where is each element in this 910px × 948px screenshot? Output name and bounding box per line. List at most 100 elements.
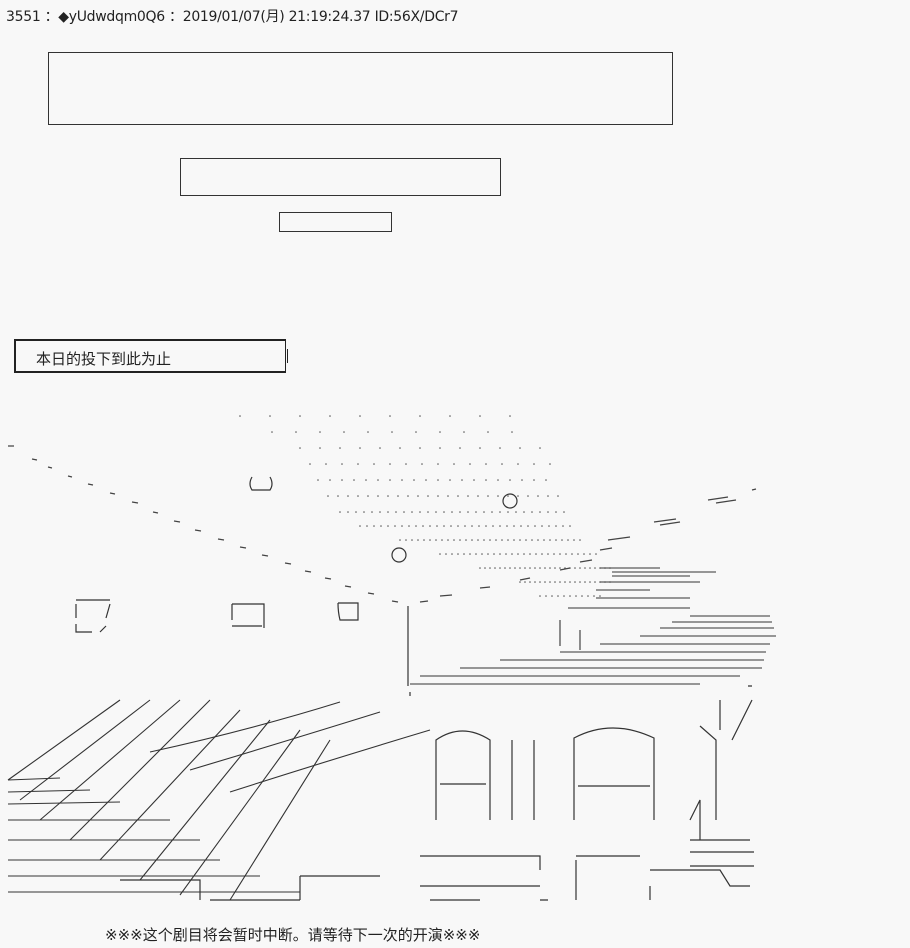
ceiling-dot xyxy=(423,539,425,541)
ceiling-dot xyxy=(584,567,586,569)
ceiling-dot xyxy=(471,525,473,527)
ceiling-dot xyxy=(559,553,561,555)
ceiling-dot xyxy=(478,525,480,527)
ceiling-dot xyxy=(447,495,449,497)
ceiling-dot xyxy=(529,581,531,583)
ceiling-dot xyxy=(271,431,273,433)
ceiling-dot xyxy=(343,431,345,433)
ceiling-dot xyxy=(475,511,477,513)
ceiling-dashes-right xyxy=(419,488,757,603)
ceiling-dot xyxy=(543,539,545,541)
ceiling-dot xyxy=(559,581,561,583)
ceiling-dot xyxy=(557,495,559,497)
ceiling-dot xyxy=(411,539,413,541)
stage-floor xyxy=(120,855,750,901)
ceiling-dot xyxy=(519,539,521,541)
box-edge-mark xyxy=(287,349,288,363)
ceiling-dot xyxy=(399,447,401,449)
ceiling-dot xyxy=(534,567,536,569)
ceiling-dot xyxy=(415,431,417,433)
ceiling-dot xyxy=(435,511,437,513)
ascii-art-theater xyxy=(0,400,910,910)
ceiling-dot xyxy=(379,511,381,513)
ceiling-dot xyxy=(501,539,503,541)
ceiling-dot xyxy=(534,581,536,583)
ceiling-dot xyxy=(449,415,451,417)
ceiling-dot xyxy=(359,415,361,417)
ceiling-dot xyxy=(541,553,543,555)
ceiling-dot xyxy=(547,495,549,497)
ceiling-dot xyxy=(534,525,536,527)
ceiling-dot xyxy=(489,567,491,569)
ceiling-dot xyxy=(559,567,561,569)
ceiling-dot xyxy=(437,495,439,497)
ceiling-dot xyxy=(397,495,399,497)
ceiling-dot xyxy=(487,431,489,433)
ceiling-dot xyxy=(459,539,461,541)
ceiling-dot xyxy=(387,495,389,497)
ceiling-dot xyxy=(492,525,494,527)
ceiling-dot xyxy=(422,525,424,527)
ceiling-dot xyxy=(513,539,515,541)
ceiling-dot xyxy=(408,525,410,527)
empty-speech-box-small xyxy=(279,212,392,232)
stage-arches xyxy=(435,685,754,867)
ceiling-dot xyxy=(347,495,349,497)
ceiling-dot xyxy=(401,525,403,527)
ceiling-dot xyxy=(401,479,403,481)
ceiling-dot xyxy=(505,553,507,555)
ceiling-dot xyxy=(524,567,526,569)
stop-dialog-text: 本日的投下到此为止 xyxy=(36,350,172,368)
ceiling-dot xyxy=(463,553,465,555)
ceiling-dot xyxy=(589,567,591,569)
ceiling-dot xyxy=(439,447,441,449)
ceiling-dot xyxy=(395,511,397,513)
ceiling-dot xyxy=(415,525,417,527)
ceiling-dot xyxy=(407,495,409,497)
ceiling-dot xyxy=(537,539,539,541)
empty-speech-box-medium xyxy=(180,158,501,196)
ceiling-dot xyxy=(539,581,541,583)
ceiling-dot xyxy=(394,525,396,527)
ceiling-dot xyxy=(337,495,339,497)
ceiling-dot xyxy=(519,581,521,583)
ceiling-dot xyxy=(509,479,511,481)
ceiling-dot xyxy=(533,463,535,465)
ceiling-dot xyxy=(367,431,369,433)
ceiling-dot xyxy=(467,495,469,497)
ceiling-dot xyxy=(353,479,355,481)
ceiling-dot xyxy=(443,511,445,513)
ceiling-dot xyxy=(387,525,389,527)
ceiling-dot xyxy=(525,539,527,541)
ceiling-dot xyxy=(485,479,487,481)
ceiling-dot xyxy=(563,595,565,597)
ceiling-dot xyxy=(499,567,501,569)
ceiling-dot xyxy=(529,553,531,555)
ceiling-dot xyxy=(589,581,591,583)
ceiling-dot xyxy=(269,415,271,417)
ceiling-dot xyxy=(579,581,581,583)
ceiling-dot xyxy=(359,525,361,527)
ceiling-dot xyxy=(506,525,508,527)
ceiling-dot xyxy=(509,567,511,569)
ceiling-dot xyxy=(475,553,477,555)
ceiling-dot xyxy=(549,567,551,569)
ceiling-dot xyxy=(439,553,441,555)
ceiling-dot xyxy=(521,479,523,481)
ceiling-dot xyxy=(574,581,576,583)
ceiling-lamps xyxy=(249,476,518,563)
ceiling-dot xyxy=(485,463,487,465)
ceiling-dot xyxy=(545,595,547,597)
ceiling-dot xyxy=(549,463,551,465)
ceiling-dot xyxy=(479,447,481,449)
ceiling-dot xyxy=(539,447,541,449)
ceiling-dot xyxy=(579,539,581,541)
ceiling-dot xyxy=(373,525,375,527)
ceiling-dot xyxy=(319,431,321,433)
ceiling-dot xyxy=(501,463,503,465)
ceiling-dot xyxy=(519,447,521,449)
ceiling-dot xyxy=(449,479,451,481)
ceiling-dot xyxy=(437,463,439,465)
ceiling-dot xyxy=(483,511,485,513)
ceiling-dot xyxy=(593,595,595,597)
